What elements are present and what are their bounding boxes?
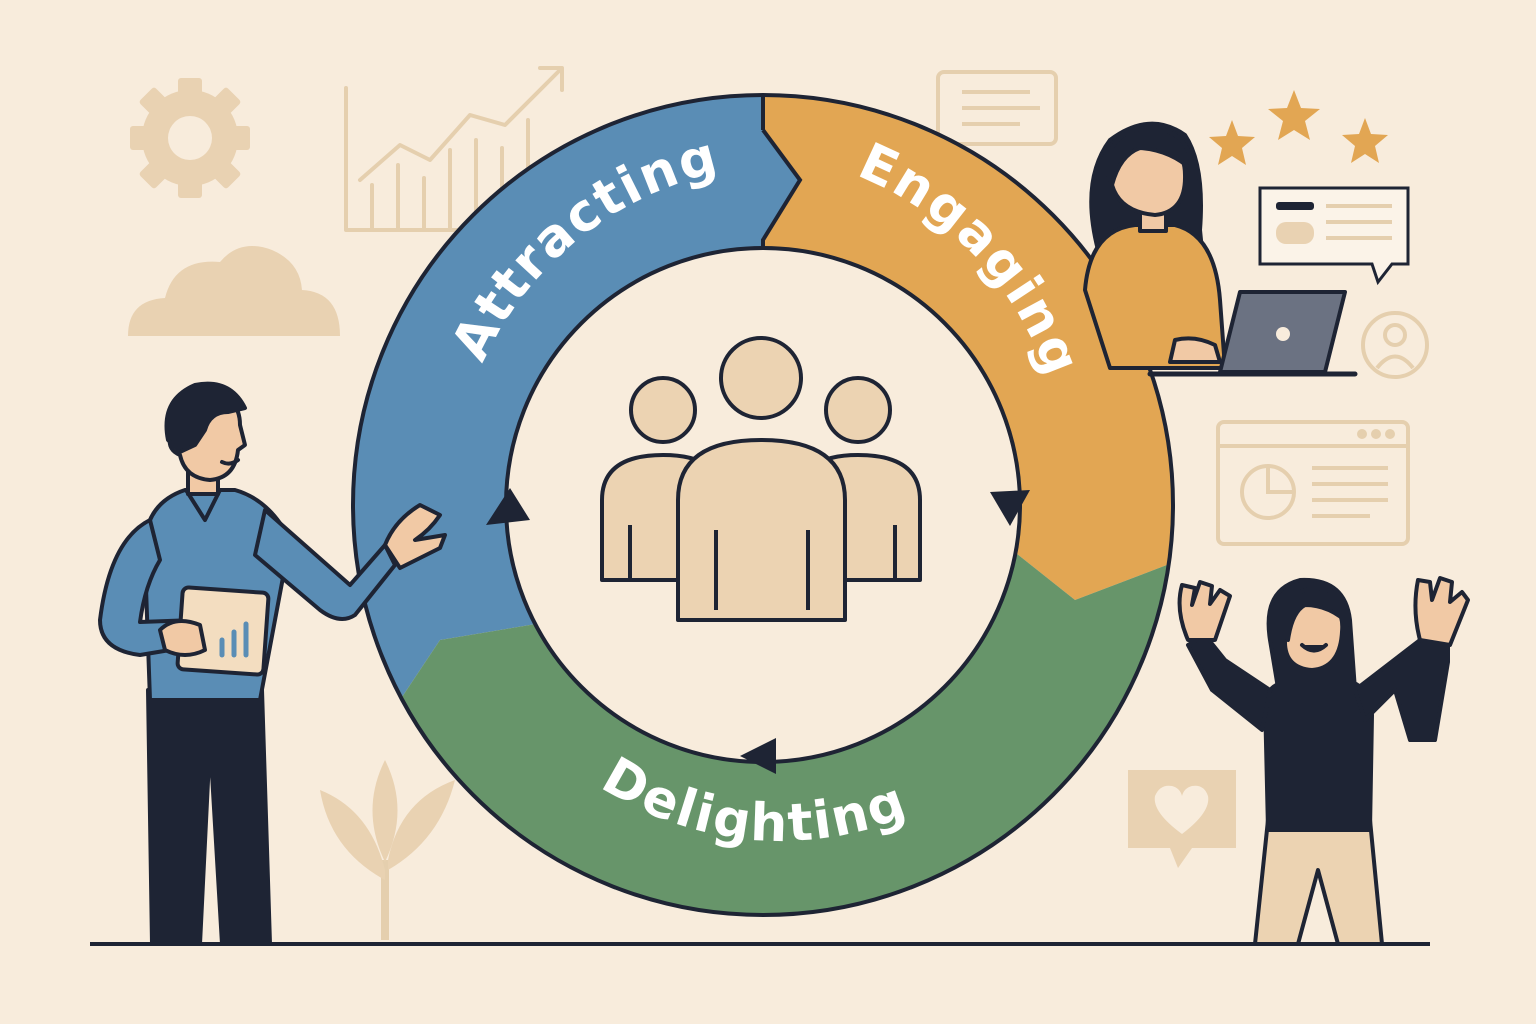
cheering-woman [1177, 576, 1470, 946]
presenter-man [98, 381, 447, 946]
plant-icon [320, 760, 455, 940]
cloud-icon [128, 246, 340, 336]
rating-stars-icon [1209, 90, 1388, 165]
dashboard-window-icon [1216, 420, 1410, 546]
gear-icon [130, 78, 250, 198]
heart-bubble-icon [1128, 770, 1236, 868]
woman-with-laptop [1083, 121, 1358, 377]
customer-group-icon [600, 336, 922, 622]
user-profile-icon [1361, 311, 1429, 379]
chat-bubble-icon [1258, 186, 1410, 286]
message-card-icon [936, 70, 1058, 146]
cycle-arrow-icon [486, 488, 1030, 774]
